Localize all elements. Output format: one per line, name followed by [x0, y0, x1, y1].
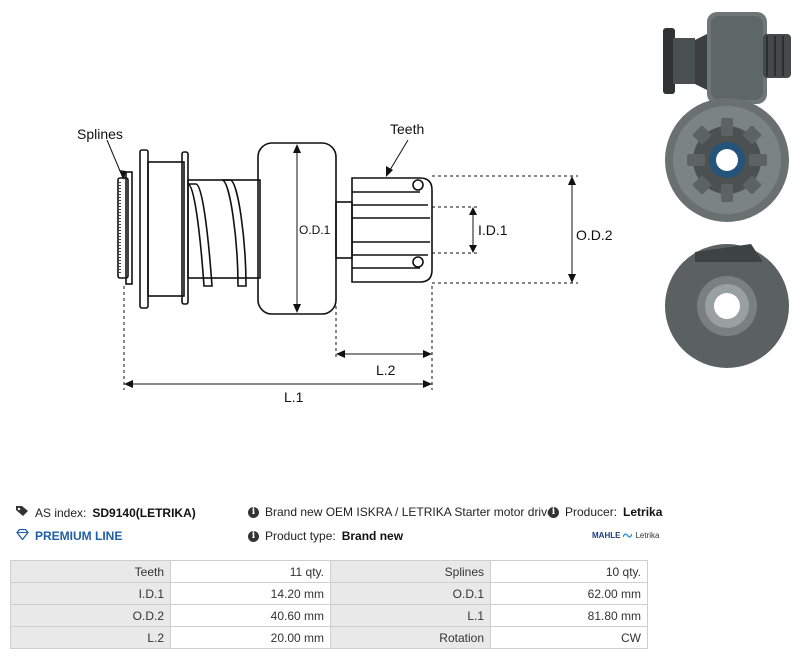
specs-table: Teeth 11 qty. Splines 10 qty. I.D.1 14.2… — [10, 560, 648, 649]
as-index-value: SD9140(LETRIKA) — [92, 505, 196, 520]
spec-key: L.2 — [10, 626, 171, 649]
as-index-row: AS index: SD9140(LETRIKA) — [16, 505, 196, 520]
info-icon: i — [248, 530, 259, 542]
flange-plate — [139, 149, 149, 309]
spec-value: 81.80 mm — [490, 604, 648, 627]
label-l1: L.1 — [284, 389, 304, 405]
label-splines: Splines — [77, 126, 123, 142]
spec-value: CW — [490, 626, 648, 649]
label-od1: O.D.1 — [299, 223, 331, 237]
product-type-row: i Product type: Brand new — [248, 529, 403, 543]
label-id1: I.D.1 — [478, 222, 508, 238]
spec-value: 40.60 mm — [170, 604, 331, 627]
description-text: Brand new OEM ISKRA / LETRIKA Starter mo… — [265, 505, 554, 519]
shaft — [335, 201, 353, 259]
spec-key: Splines — [330, 560, 491, 583]
spline-face — [125, 171, 133, 285]
collar — [147, 161, 185, 297]
description-row: i Brand new OEM ISKRA / LETRIKA Starter … — [248, 505, 554, 519]
premium-line-label: PREMIUM LINE — [35, 529, 123, 543]
info-icon: i — [548, 506, 559, 518]
spring-coil-2 — [221, 179, 247, 287]
collar-lip — [181, 151, 189, 305]
diamond-icon — [16, 528, 29, 543]
label-l2: L.2 — [376, 362, 396, 378]
spec-key: Rotation — [330, 626, 491, 649]
info-icon: i — [248, 506, 259, 518]
spec-key: O.D.2 — [10, 604, 171, 627]
spec-value: 20.00 mm — [170, 626, 331, 649]
producer-value: Letrika — [623, 505, 663, 519]
product-photos — [663, 12, 791, 368]
spec-value: 10 qty. — [490, 560, 648, 583]
premium-line-row: PREMIUM LINE — [16, 528, 123, 543]
mahle-logo-text: MAHLE — [592, 531, 621, 540]
photo-side-view — [663, 12, 791, 104]
as-index-label: AS index: — [35, 505, 87, 520]
spec-key: Teeth — [10, 560, 171, 583]
spec-key: L.1 — [330, 604, 491, 627]
table-row: Teeth 11 qty. Splines 10 qty. — [10, 560, 648, 583]
spec-key: I.D.1 — [10, 582, 171, 605]
producer-row: i Producer: Letrika — [548, 505, 662, 519]
pinion — [351, 177, 433, 283]
spec-value: 62.00 mm — [490, 582, 648, 605]
tag-icon — [16, 505, 29, 520]
spring-coil-1 — [187, 183, 213, 287]
product-type-label: Product type: — [265, 529, 336, 543]
spec-value: 14.20 mm — [170, 582, 331, 605]
spec-value: 11 qty. — [170, 560, 331, 583]
table-row: L.2 20.00 mm Rotation CW — [10, 626, 648, 649]
letrika-logo-text: Letrika — [635, 531, 660, 540]
mahle-letrika-logo: MAHLE Letrika — [592, 531, 659, 540]
product-type-value: Brand new — [341, 529, 404, 543]
spec-key: O.D.1 — [330, 582, 491, 605]
photo-rear-view — [665, 244, 789, 368]
technical-drawing: Splines Teeth O.D.1 I.D.1 O.D.2 L.2 L.1 — [77, 121, 613, 405]
logo-wave-icon — [623, 533, 633, 538]
table-row: O.D.2 40.60 mm L.1 81.80 mm — [10, 604, 648, 627]
producer-label: Producer: — [565, 505, 618, 519]
photo-front-view — [665, 98, 789, 222]
label-teeth: Teeth — [390, 121, 424, 137]
label-od2: O.D.2 — [576, 227, 613, 243]
table-row: I.D.1 14.20 mm O.D.1 62.00 mm — [10, 582, 648, 605]
